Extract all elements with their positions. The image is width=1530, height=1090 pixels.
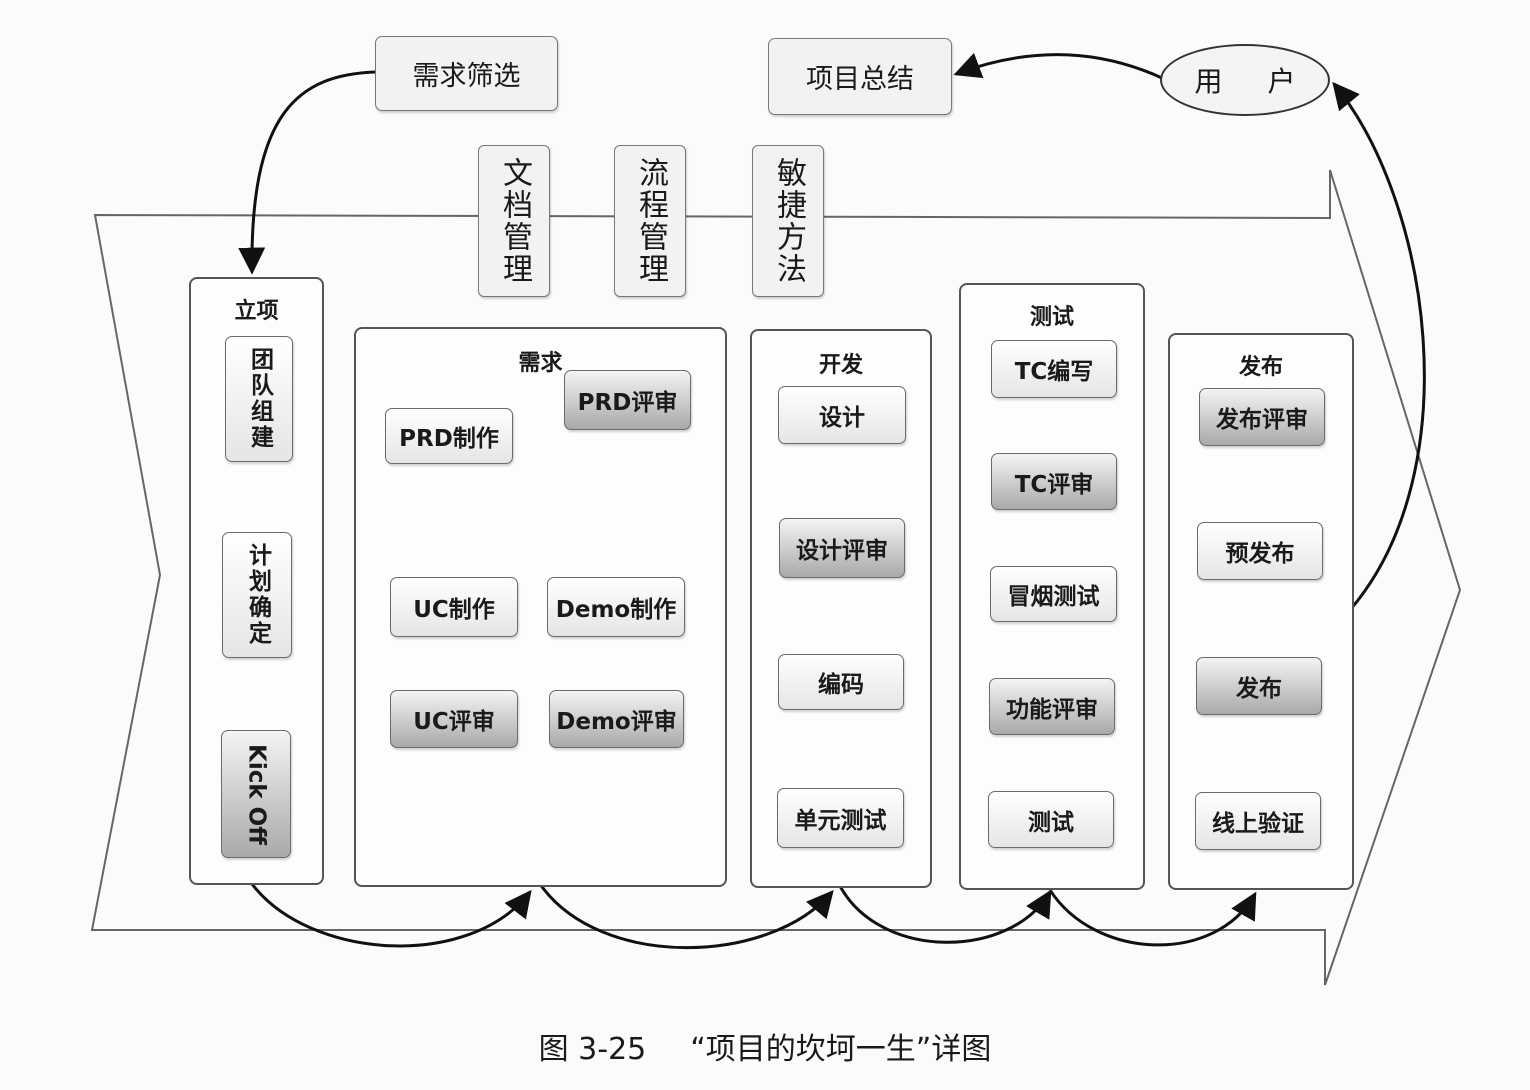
step-release: 发布 — [1196, 657, 1322, 715]
testing-title: 测试 — [1029, 305, 1074, 330]
agile-method-box: 敏捷方法 — [752, 145, 824, 297]
step-pre-release: 预发布 — [1197, 522, 1323, 580]
document-management-box: 文档管理 — [478, 145, 550, 297]
demand-filter-box: 需求筛选 — [375, 36, 558, 111]
step-testing: 测试 — [988, 791, 1114, 848]
figure-caption: 图 3-25 “项目的坎坷一生”详图 — [0, 1024, 1530, 1068]
user-ellipse: 用 户 — [1160, 44, 1330, 116]
filter-to-initiation-arrow — [238, 70, 376, 275]
phase-transition-2 — [538, 883, 834, 950]
step-kick-off: Kick Off — [221, 730, 291, 858]
phase-transition-4 — [1048, 889, 1257, 947]
user-to-summary-arrow — [953, 52, 1163, 80]
figure-number: 图 3-25 — [538, 1032, 647, 1067]
step-online-verify: 线上验证 — [1195, 792, 1321, 850]
step-design: 设计 — [778, 386, 906, 444]
step-uc-review: UC评审 — [390, 690, 518, 748]
step-prd-make: PRD制作 — [385, 408, 513, 464]
process-management-box: 流程管理 — [614, 145, 686, 297]
step-smoke-test: 冒烟测试 — [990, 566, 1117, 622]
step-unit-test: 单元测试 — [777, 788, 904, 848]
step-release-review: 发布评审 — [1199, 388, 1325, 446]
release-to-user-arrow — [1332, 81, 1426, 611]
step-demo-review: Demo评审 — [549, 690, 684, 748]
project-summary-box: 项目总结 — [768, 38, 952, 115]
step-design-review: 设计评审 — [779, 518, 905, 578]
phase-transition-1 — [250, 883, 532, 948]
development-title: 开发 — [818, 353, 863, 378]
step-team-building: 团队组建 — [225, 336, 293, 462]
step-plan-confirm: 计划确定 — [222, 532, 292, 658]
initiation-title: 立项 — [234, 299, 279, 324]
step-tc-write: TC编写 — [991, 340, 1117, 398]
step-tc-review: TC评审 — [991, 453, 1117, 510]
release-title: 发布 — [1238, 355, 1283, 380]
step-uc-make: UC制作 — [390, 577, 518, 637]
process-band-outline — [90, 169, 1462, 986]
step-coding: 编码 — [778, 654, 904, 710]
figure-title: “项目的坎坷一生”详图 — [690, 1032, 992, 1067]
requirements-title: 需求 — [518, 351, 563, 376]
step-prd-review: PRD评审 — [564, 370, 691, 430]
step-function-review: 功能评审 — [989, 678, 1115, 735]
phase-transition-3 — [838, 885, 1052, 944]
step-demo-make: Demo制作 — [547, 577, 685, 637]
